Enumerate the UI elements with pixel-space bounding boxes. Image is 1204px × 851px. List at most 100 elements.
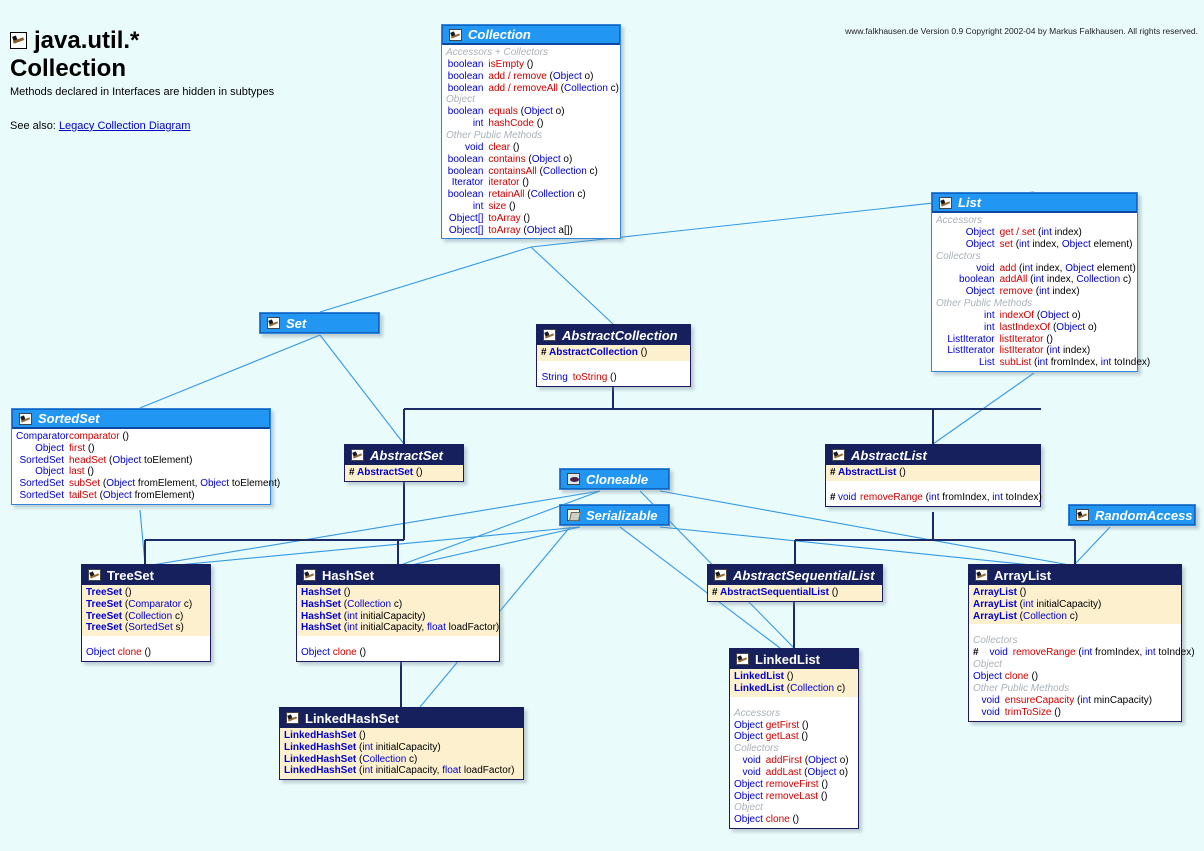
return-type: Object	[965, 238, 995, 250]
return-type: Object	[734, 778, 763, 790]
class-box-abstractset[interactable]: AbstractSet#AbstractSet ()	[344, 444, 464, 482]
method-args: ()	[356, 647, 367, 659]
class-box-abstractcollection[interactable]: AbstractCollection#AbstractCollection ()…	[536, 324, 691, 387]
class-box-set[interactable]: Set	[259, 312, 380, 334]
pad	[932, 369, 1137, 371]
method-args: (int index, Object element)	[1012, 238, 1133, 250]
return-type: boolean	[447, 59, 484, 70]
method-name: AbstractCollection	[549, 347, 638, 358]
return-type: int	[984, 309, 995, 321]
interface-icon	[939, 196, 952, 209]
method-row: HashSet (int initialCapacity)	[297, 611, 499, 623]
class-box-header: ArrayList	[969, 565, 1181, 585]
method-group-label: Object	[973, 659, 1002, 671]
method-name: containsAll	[488, 165, 537, 177]
method-args: (int fromIndex, int toIndex)	[922, 491, 1042, 503]
return-type: ListIterator	[947, 345, 995, 357]
class-box-header: HashSet	[297, 565, 499, 585]
method-args: ()	[1043, 333, 1053, 345]
class-box-header: LinkedList	[730, 649, 858, 669]
class-box-header: AbstractSequentialList	[708, 565, 882, 585]
section-spacer	[730, 697, 858, 706]
link-cloneable-treeset	[145, 490, 601, 567]
method-name: clone	[1004, 671, 1029, 683]
method-args: (Object o)	[546, 70, 594, 82]
method-args: (int initialCapacity)	[1016, 598, 1102, 610]
method-args: (int initialCapacity)	[341, 610, 426, 622]
method-args: (Object o)	[1050, 321, 1097, 333]
method-args: (int fromIndex, int toIndex)	[1031, 357, 1151, 369]
return-type: int	[472, 200, 484, 212]
method-args: ()	[798, 731, 809, 743]
method-args: ()	[818, 778, 829, 790]
interface-icon	[736, 653, 749, 665]
class-box-header: AbstractList	[826, 445, 1040, 465]
method-name: HashSet	[301, 610, 342, 622]
pad	[12, 502, 270, 504]
interface-icon	[714, 569, 727, 581]
method-row: TreeSet (Comparator c)	[82, 599, 210, 611]
return-type: Object	[965, 286, 995, 298]
method-name: toString	[572, 371, 608, 383]
class-name: HashSet	[322, 567, 375, 583]
method-name: TreeSet	[86, 610, 123, 622]
method-args: (int initialCapacity, float loadFactor)	[356, 765, 515, 777]
interface-icon	[351, 449, 364, 461]
link-serializable-hashset	[397, 526, 581, 569]
method-name: LinkedHashSet	[284, 765, 357, 777]
method-args: ()	[533, 118, 544, 130]
method-name: LinkedHashSet	[284, 730, 357, 741]
return-type: Object	[734, 790, 763, 802]
class-name: ArrayList	[994, 567, 1052, 583]
method-args: (SortedSet s)	[122, 622, 184, 634]
method-args: ()	[413, 467, 423, 478]
return-type: boolean	[447, 82, 484, 94]
method-row: #AbstractSet ()	[345, 467, 463, 479]
class-name: Set	[286, 315, 307, 331]
class-box-header: TreeSet	[82, 565, 210, 585]
link-cloneable-arraylist	[659, 490, 1076, 567]
method-args: (int initialCapacity)	[356, 741, 441, 753]
method-row: ArrayList ()	[969, 587, 1181, 599]
method-name: add	[999, 262, 1017, 274]
section-spacer	[826, 481, 1040, 490]
class-box-serializable[interactable]: Serializable	[559, 504, 670, 526]
method-row: TreeSet ()	[82, 587, 210, 599]
class-box-abstractsequentiallist[interactable]: AbstractSequentialList#AbstractSequentia…	[707, 564, 883, 602]
pad	[537, 384, 690, 386]
method-args: ()	[789, 814, 800, 826]
class-box-randomaccess[interactable]: RandomAccess	[1068, 504, 1196, 526]
class-name: LinkedHashSet	[305, 710, 399, 726]
method-name: ArrayList	[973, 587, 1017, 598]
method-args: ()	[799, 719, 809, 731]
return-type: boolean	[447, 106, 484, 118]
method-args: ()	[510, 141, 520, 153]
legacy-collection-diagram-link[interactable]: Legacy Collection Diagram	[58, 119, 191, 132]
method-name: LinkedList	[734, 671, 785, 682]
return-type: Object	[734, 814, 763, 826]
class-box-cloneable[interactable]: Cloneable	[559, 468, 670, 490]
